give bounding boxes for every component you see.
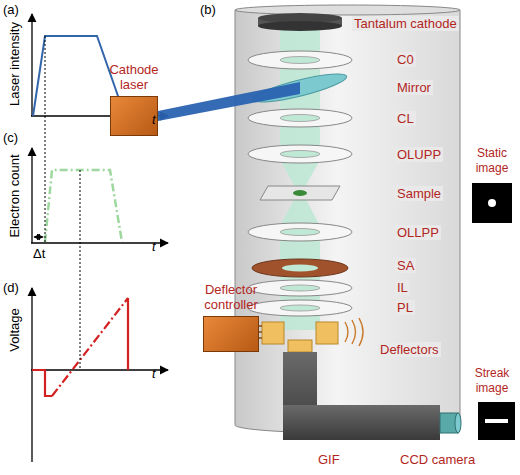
guide-line (80, 170, 81, 370)
gif-camera (283, 352, 461, 440)
part-label: Static image (468, 146, 516, 176)
axis-label: Voltage (7, 308, 22, 351)
axis-label: t (152, 239, 156, 254)
control-wire (259, 337, 262, 339)
device-box (110, 96, 158, 136)
axis-label: Laser intensity (7, 22, 22, 106)
microscope-column (235, 5, 460, 433)
part-label: Tantalum cathode (352, 16, 459, 31)
device-box (203, 316, 259, 352)
part-label: OLLPP (395, 225, 441, 240)
part-label: Mirror (395, 80, 433, 95)
laser-box: Cathode laser (98, 62, 170, 136)
control-wire (259, 325, 262, 327)
panel-label: (a) (3, 2, 19, 17)
part-label: Sample (395, 186, 443, 201)
axis-label: t (152, 112, 156, 127)
control-wire (259, 331, 262, 333)
panel-label: (b) (200, 2, 216, 17)
laser-beam (158, 82, 300, 121)
part-label: SA (395, 258, 416, 273)
voltage-plot (31, 288, 168, 462)
box-heading: Cathode laser (98, 62, 170, 92)
electron-plot (31, 148, 168, 243)
part-label: Deflectors (378, 342, 441, 357)
part-label: C0 (395, 52, 416, 67)
part-label: PL (395, 300, 415, 315)
controller-box: Deflector controller (192, 282, 270, 352)
part-label: CCD camera (400, 452, 475, 467)
part-label: CL (395, 111, 416, 126)
detector-images (472, 183, 515, 440)
part-label: Streak image (468, 366, 516, 396)
axis-label: t (152, 366, 156, 381)
box-heading: Deflector controller (192, 282, 270, 312)
part-label: GIF (318, 452, 340, 467)
guide-line (45, 36, 46, 242)
part-label: OLUPP (395, 147, 443, 162)
panel-label: Δt (33, 246, 45, 261)
axis-label: Electron count (7, 154, 22, 237)
part-label: IL (395, 280, 410, 295)
panel-label: (c) (3, 130, 18, 145)
panel-label: (d) (3, 280, 19, 295)
